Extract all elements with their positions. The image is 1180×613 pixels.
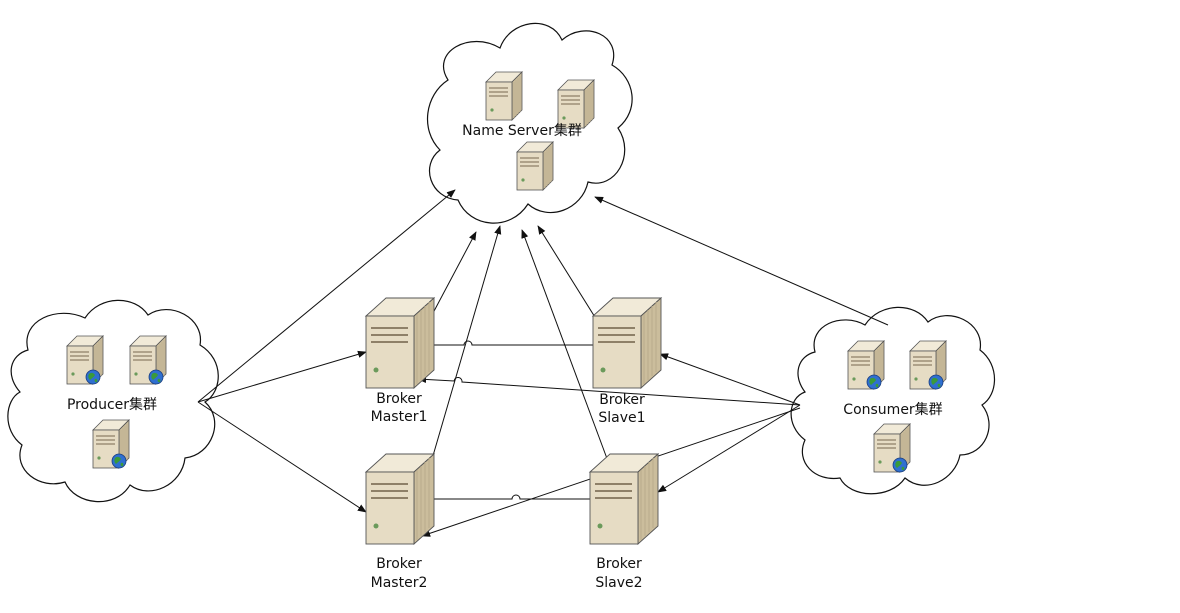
broker-master1: Broker Master1 xyxy=(365,297,435,425)
edge-producer-master1 xyxy=(197,350,367,403)
globe-icon xyxy=(928,374,944,390)
server-icon xyxy=(516,141,554,191)
server-icon xyxy=(557,79,595,129)
broker-slave1-label-line2: Slave1 xyxy=(598,410,645,426)
name-server-cloud xyxy=(426,22,633,224)
broker-slave2-label-line2: Slave2 xyxy=(595,575,642,591)
name-server-cluster-label: Name Server集群 xyxy=(462,122,582,139)
broker-slave1-label-line1: Broker xyxy=(599,392,645,408)
consumer-cluster-label: Consumer集群 xyxy=(843,401,942,418)
edge-producer-nameserver xyxy=(197,189,456,403)
broker-server-icon xyxy=(365,297,435,389)
edge-consumer-nameserver xyxy=(594,196,889,326)
globe-icon xyxy=(892,457,908,473)
broker-server-icon xyxy=(365,453,435,545)
globe-icon xyxy=(148,369,164,385)
broker-slave2-label-line1: Broker xyxy=(596,556,642,572)
edge-consumer-slave1 xyxy=(659,353,801,406)
broker-master2-label-line1: Broker xyxy=(376,556,422,572)
producer-cluster-label: Producer集群 xyxy=(67,396,157,413)
edge-consumer-master1 xyxy=(417,375,801,406)
globe-icon xyxy=(85,369,101,385)
broker-master2: Broker Master2 xyxy=(365,453,435,591)
edge-slave2-nameserver xyxy=(521,229,613,473)
broker-slave1: Broker Slave1 xyxy=(592,297,662,426)
broker-master2-label-line2: Master2 xyxy=(371,575,428,591)
broker-master1-label-line1: Broker xyxy=(376,391,422,407)
server-icon xyxy=(485,71,523,121)
connections xyxy=(197,189,889,537)
edge-master2-nameserver xyxy=(429,225,502,467)
broker-server-icon xyxy=(589,453,659,545)
globe-icon xyxy=(866,374,882,390)
broker-master1-label-line2: Master1 xyxy=(371,409,428,425)
broker-slave2: Broker Slave2 xyxy=(589,453,659,591)
broker-server-icon xyxy=(592,297,662,389)
edge-master1-slave1 xyxy=(402,340,627,349)
edge-slave1-nameserver xyxy=(537,225,599,323)
producer-cluster: Producer集群 xyxy=(66,335,167,469)
globe-icon xyxy=(111,453,127,469)
edge-producer-master2 xyxy=(197,401,367,513)
consumer-cluster: Consumer集群 xyxy=(843,340,947,473)
edge-consumer-slave2 xyxy=(657,404,801,493)
name-server-cluster: Name Server集群 xyxy=(462,71,595,191)
edge-master2-slave2 xyxy=(402,494,626,503)
